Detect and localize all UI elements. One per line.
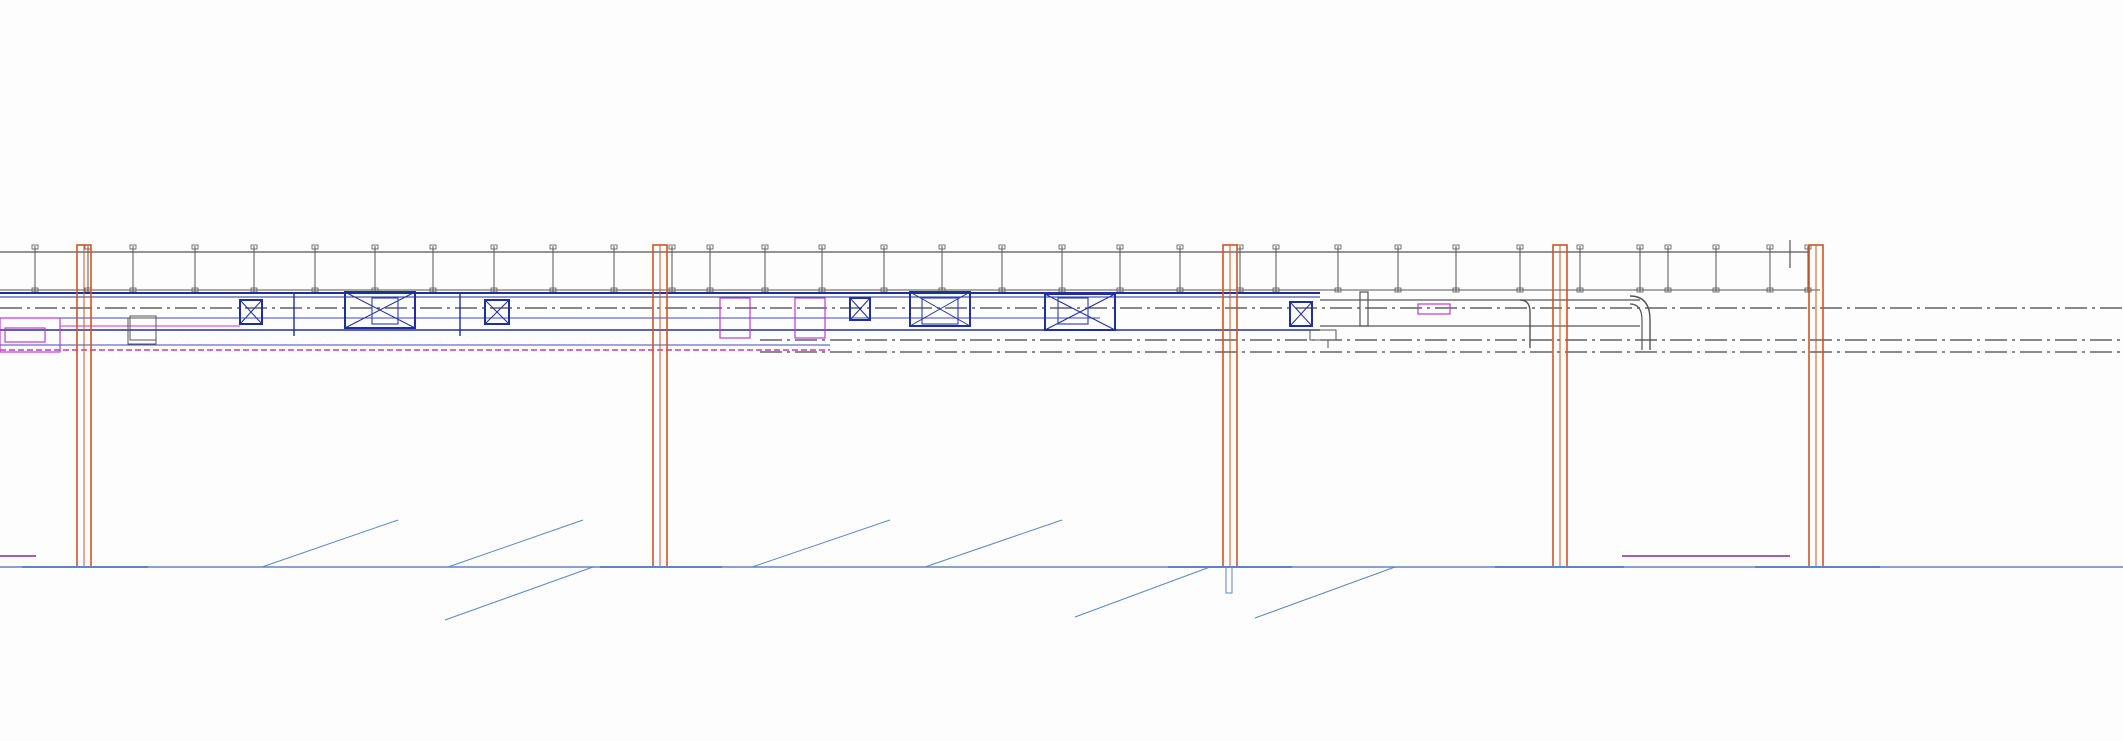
hanger-icon	[1664, 244, 1672, 250]
elbow-icon	[1629, 295, 1651, 350]
damper-blade	[344, 291, 416, 329]
hanger-icon	[998, 244, 1006, 250]
damper-icon	[484, 299, 510, 325]
diffuser-icon	[371, 297, 399, 325]
elbow-icon	[1629, 303, 1643, 350]
damper-icon	[239, 299, 263, 325]
duct-flange	[1359, 291, 1369, 327]
hanger-icon	[1394, 287, 1402, 293]
floor-group	[0, 519, 2123, 621]
damper-blade	[239, 299, 263, 325]
hanger-icon	[706, 244, 714, 250]
hanger-icon	[1452, 287, 1460, 293]
equipment-box	[1309, 329, 1337, 341]
elbow-icon	[1519, 299, 1531, 348]
ramp-line	[261, 519, 399, 568]
ramp-line	[1074, 566, 1211, 618]
hanger-icon	[429, 244, 437, 250]
hanger-icon	[1576, 244, 1584, 250]
hanger-icon	[1664, 287, 1672, 293]
ramp-line	[751, 519, 891, 568]
hanger-icon	[1394, 244, 1402, 250]
hanger-icon	[1176, 244, 1184, 250]
ramp-line	[1254, 566, 1396, 619]
duct-transition	[129, 315, 157, 341]
equipment-group	[0, 291, 1451, 353]
hanger-icon	[1712, 244, 1720, 250]
accessory-outline	[719, 297, 751, 339]
ramp-line	[447, 519, 584, 568]
hanger-icon	[191, 244, 199, 250]
hanger-icon	[31, 244, 39, 250]
hanger-icon	[1766, 244, 1774, 250]
hanger-icon	[1804, 244, 1812, 250]
hanger-icon	[1116, 244, 1124, 250]
hanger-icon	[1636, 287, 1644, 293]
accessory-outline	[1417, 303, 1451, 315]
hanger-icon	[1804, 287, 1812, 293]
hanger-icon	[880, 244, 888, 250]
hanger-icon	[250, 244, 258, 250]
hanger-icon	[311, 244, 319, 250]
accessory-outline	[0, 317, 61, 353]
centerline-group	[0, 307, 2123, 353]
hanger-icon	[1636, 244, 1644, 250]
damper-icon	[1289, 301, 1313, 327]
damper-icon	[344, 291, 416, 329]
hanger-rail-group	[0, 240, 1820, 293]
hanger-icon	[490, 244, 498, 250]
damper-blade	[1289, 301, 1313, 327]
ramp-line	[444, 566, 594, 621]
hanger-icon	[1452, 244, 1460, 250]
hanger-icon	[1516, 287, 1524, 293]
hanger-icon	[1334, 244, 1342, 250]
hanger-icon	[1058, 244, 1066, 250]
hanger-icon	[1516, 244, 1524, 250]
hanger-icon	[1576, 287, 1584, 293]
damper-blade	[484, 299, 510, 325]
hanger-icon	[610, 244, 618, 250]
hanger-icon	[371, 244, 379, 250]
diffuser-icon	[921, 297, 959, 325]
damper-blade	[909, 291, 971, 327]
accessory-outline	[4, 327, 46, 343]
hanger-icon	[1272, 244, 1280, 250]
ramp-line	[924, 519, 1063, 568]
damper-icon	[909, 291, 971, 327]
damper-blade	[849, 297, 871, 321]
diffuser-icon	[1057, 297, 1089, 325]
column-base	[1225, 566, 1233, 594]
hanger-icon	[129, 244, 137, 250]
hanger-icon	[1334, 287, 1342, 293]
damper-blade	[1044, 293, 1116, 331]
hanger-icon	[1766, 287, 1774, 293]
accessory-outline	[794, 297, 826, 339]
hanger-icon	[761, 244, 769, 250]
hanger-icon	[668, 244, 676, 250]
hanger-icon	[818, 244, 826, 250]
hanger-icon	[549, 244, 557, 250]
hanger-icon	[938, 244, 946, 250]
damper-icon	[1044, 293, 1116, 331]
damper-icon	[849, 297, 871, 321]
hanger-icon	[1712, 287, 1720, 293]
equipment-box	[127, 317, 157, 345]
